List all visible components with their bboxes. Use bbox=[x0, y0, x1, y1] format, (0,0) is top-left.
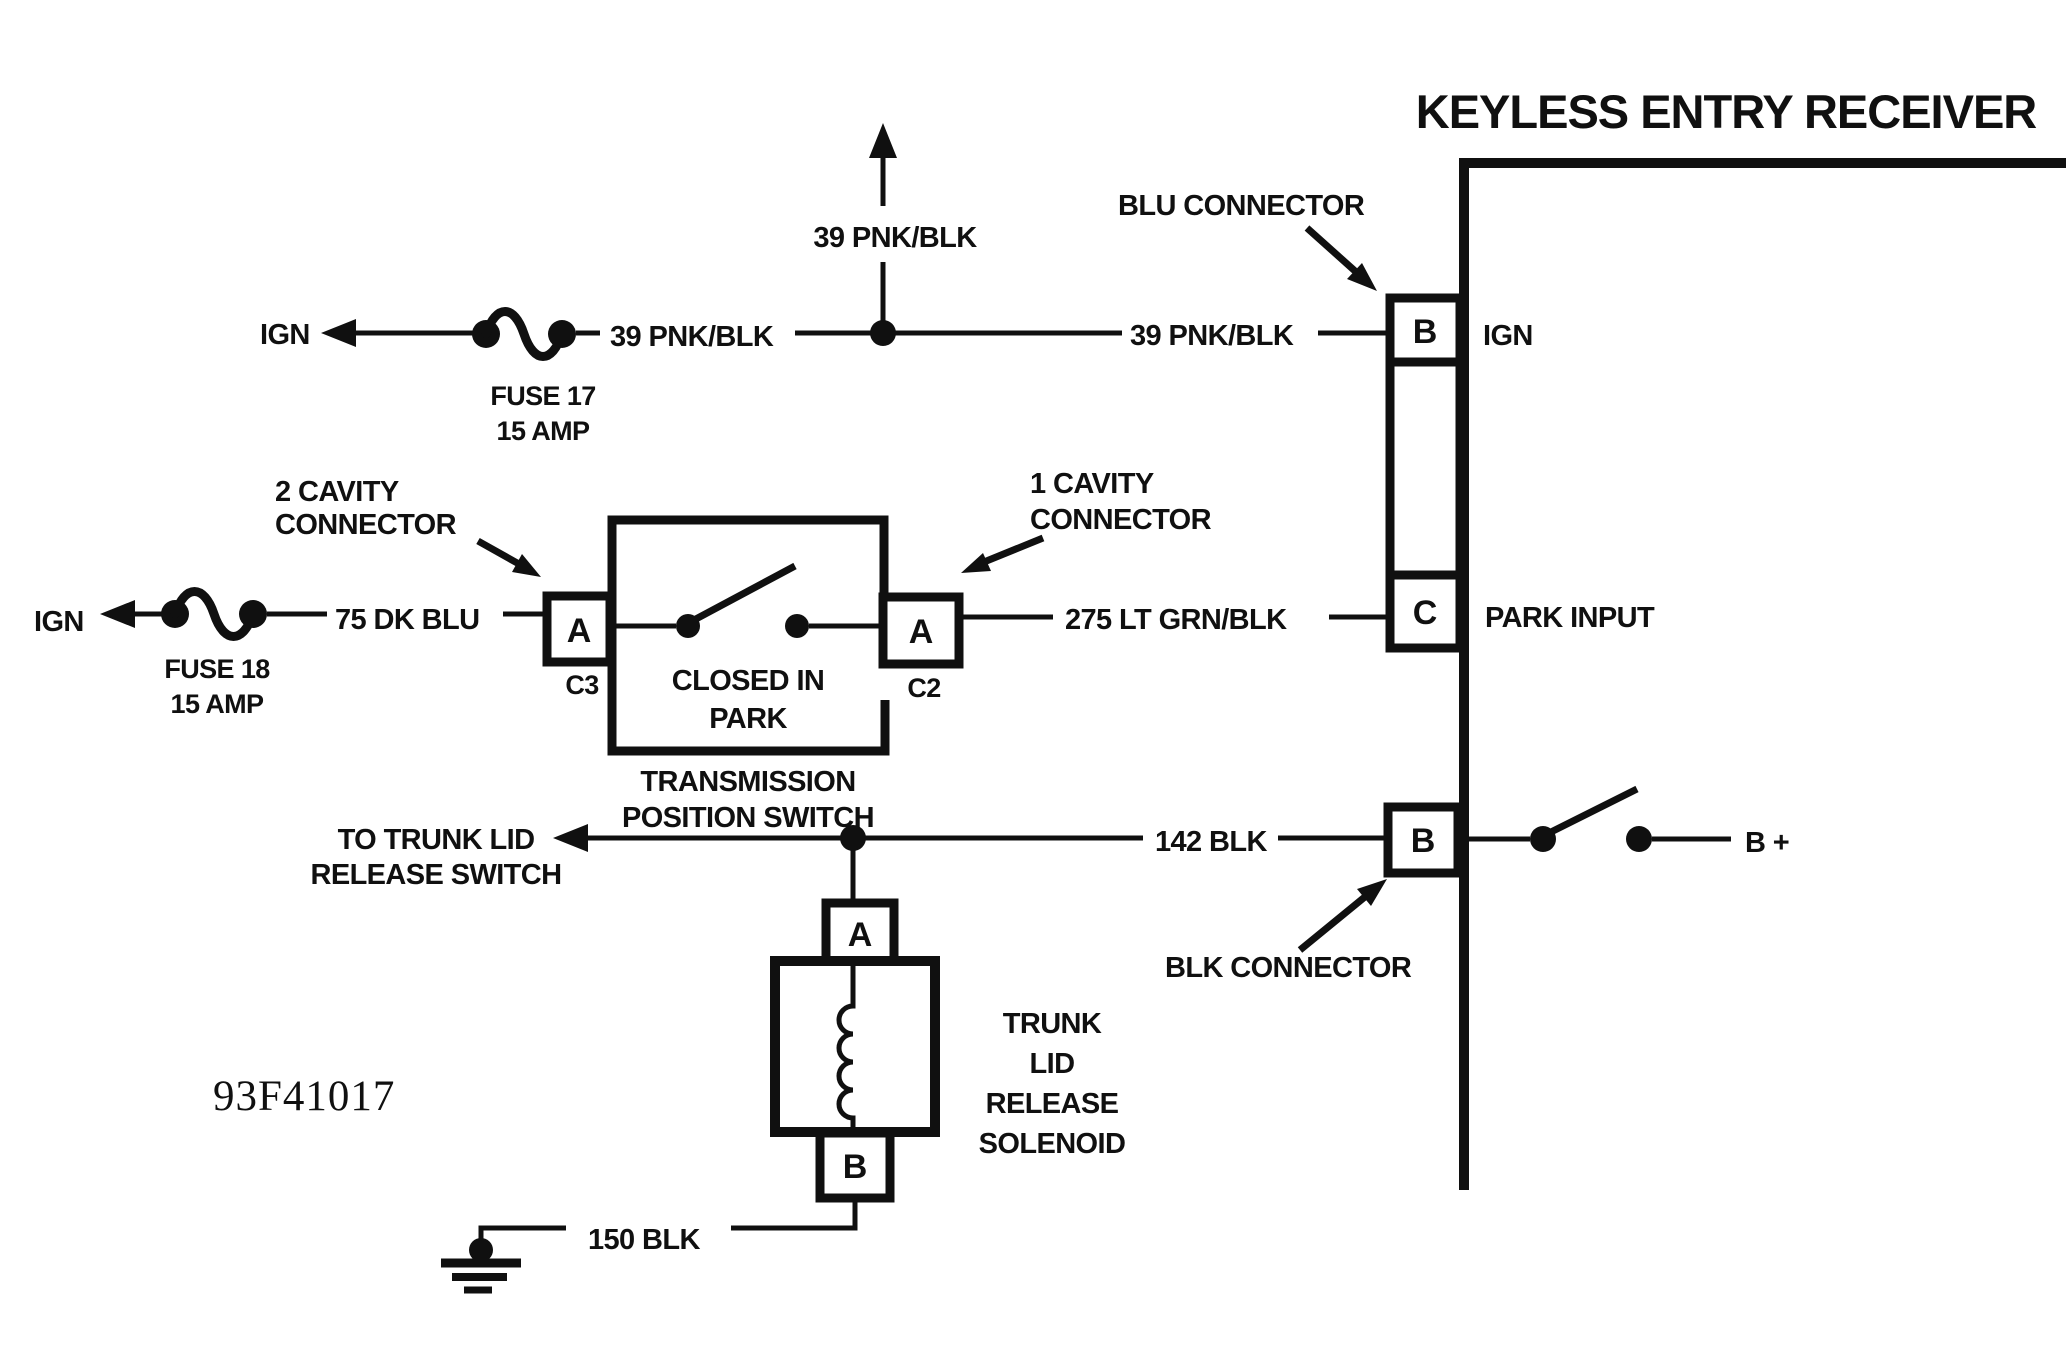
blk-connector-arrowhead-icon bbox=[1357, 879, 1387, 906]
c3-id: C3 bbox=[565, 670, 599, 700]
ign-label-row1: IGN bbox=[260, 319, 310, 351]
trunk-dest-line1: TO TRUNK LID bbox=[338, 824, 535, 856]
junction-dot-row3 bbox=[840, 825, 866, 851]
fuse17-rating: 15 AMP bbox=[497, 416, 591, 446]
blk-connector-box bbox=[1383, 802, 1463, 878]
wire-label-39-pnkblk-1: 39 PNK/BLK bbox=[610, 321, 774, 353]
blu-connector-arrowhead-icon bbox=[1347, 263, 1377, 291]
ground-terminal-dot bbox=[469, 1238, 493, 1262]
c2-pin-letter: A bbox=[909, 613, 934, 651]
one-cavity-arrowhead-icon bbox=[961, 553, 991, 573]
blu-pin-c-letter: C bbox=[1413, 594, 1438, 632]
trunk-dest-line2: RELEASE SWITCH bbox=[310, 859, 561, 891]
wire-label-39-pnkblk-branch: 39 PNK/BLK bbox=[813, 222, 977, 254]
one-cavity-arrow-line bbox=[982, 534, 1045, 566]
fuse18-rating: 15 AMP bbox=[171, 689, 265, 719]
wire-150-blk-left bbox=[478, 1225, 566, 1242]
pin-b-function: IGN bbox=[1483, 320, 1533, 352]
switch-blade bbox=[692, 562, 797, 624]
fuse17-element-icon bbox=[481, 307, 567, 361]
bplus-switch-contact-right bbox=[1626, 826, 1652, 852]
blu-connector-label: BLU CONNECTOR bbox=[1118, 190, 1365, 222]
c2-id: C2 bbox=[907, 673, 940, 703]
one-cavity-label-line2: CONNECTOR bbox=[1030, 504, 1212, 536]
two-cavity-arrow-line bbox=[476, 537, 521, 568]
bplus-label: B + bbox=[1745, 827, 1789, 859]
receiver-boundary-line bbox=[1459, 158, 2066, 1190]
wire-label-39-pnkblk-2: 39 PNK/BLK bbox=[1130, 320, 1294, 352]
blk-connector-label: BLK CONNECTOR bbox=[1165, 952, 1412, 984]
blk-connector-arrow-line bbox=[1297, 893, 1369, 953]
bplus-switch-contact-left bbox=[1530, 826, 1556, 852]
fuse17-terminal-right bbox=[548, 320, 576, 348]
solenoid-name-line1: TRUNK bbox=[1003, 1008, 1102, 1040]
left-arrowhead-row1-icon bbox=[321, 319, 356, 347]
switch-name-line1: TRANSMISSION bbox=[640, 766, 855, 798]
bplus-switch-blade bbox=[1549, 785, 1639, 836]
blu-pin-b-letter: B bbox=[1413, 313, 1438, 351]
two-cavity-label-line2: CONNECTOR bbox=[275, 509, 457, 541]
blk-pin-b-letter: B bbox=[1411, 822, 1436, 860]
figure-id: 93F41017 bbox=[213, 1073, 395, 1120]
wire-label-75-dkblu: 75 DK BLU bbox=[335, 604, 479, 636]
blu-connector-arrow-line bbox=[1304, 225, 1358, 274]
left-arrowhead-row2-icon bbox=[100, 600, 135, 628]
wire-label-142-blk: 142 BLK bbox=[1155, 826, 1267, 858]
left-arrowhead-row3-icon bbox=[553, 824, 588, 852]
solenoid-name-line3: RELEASE bbox=[986, 1088, 1119, 1120]
wire-label-150-blk: 150 BLK bbox=[588, 1224, 700, 1256]
up-arrowhead-icon bbox=[869, 123, 897, 158]
pin-c-function: PARK INPUT bbox=[1485, 602, 1655, 634]
two-cavity-arrowhead-icon bbox=[512, 554, 541, 577]
solenoid-name-line2: LID bbox=[1030, 1048, 1075, 1080]
c2-cavity-box bbox=[878, 592, 964, 669]
solenoid-name-line4: SOLENOID bbox=[979, 1128, 1126, 1160]
wire-label-275-ltgrnblk: 275 LT GRN/BLK bbox=[1065, 604, 1287, 636]
receiver-title: KEYLESS ENTRY RECEIVER bbox=[1416, 85, 2037, 138]
switch-name-line2: POSITION SWITCH bbox=[622, 802, 874, 834]
switch-state-line1: CLOSED IN bbox=[672, 665, 825, 697]
one-cavity-label-line1: 1 CAVITY bbox=[1030, 468, 1154, 500]
ign-label-row2: IGN bbox=[34, 606, 84, 638]
solenoid-pin-a-letter: A bbox=[848, 916, 873, 954]
solenoid-coil-icon bbox=[836, 961, 856, 1132]
wire-150-blk-right bbox=[731, 1198, 858, 1231]
fuse17-name: FUSE 17 bbox=[490, 381, 595, 411]
switch-contact-right bbox=[785, 614, 809, 638]
blu-connector-body bbox=[1385, 293, 1465, 653]
solenoid-pin-b-letter: B bbox=[843, 1148, 868, 1186]
c3-cavity-box bbox=[542, 591, 615, 667]
switch-state-line2: PARK bbox=[709, 703, 787, 735]
c3-pin-letter: A bbox=[567, 612, 592, 650]
two-cavity-label-line1: 2 CAVITY bbox=[275, 476, 399, 508]
fuse18-element-icon bbox=[170, 587, 258, 641]
fuse18-terminal-right bbox=[239, 600, 267, 628]
fuse18-name: FUSE 18 bbox=[164, 654, 270, 684]
